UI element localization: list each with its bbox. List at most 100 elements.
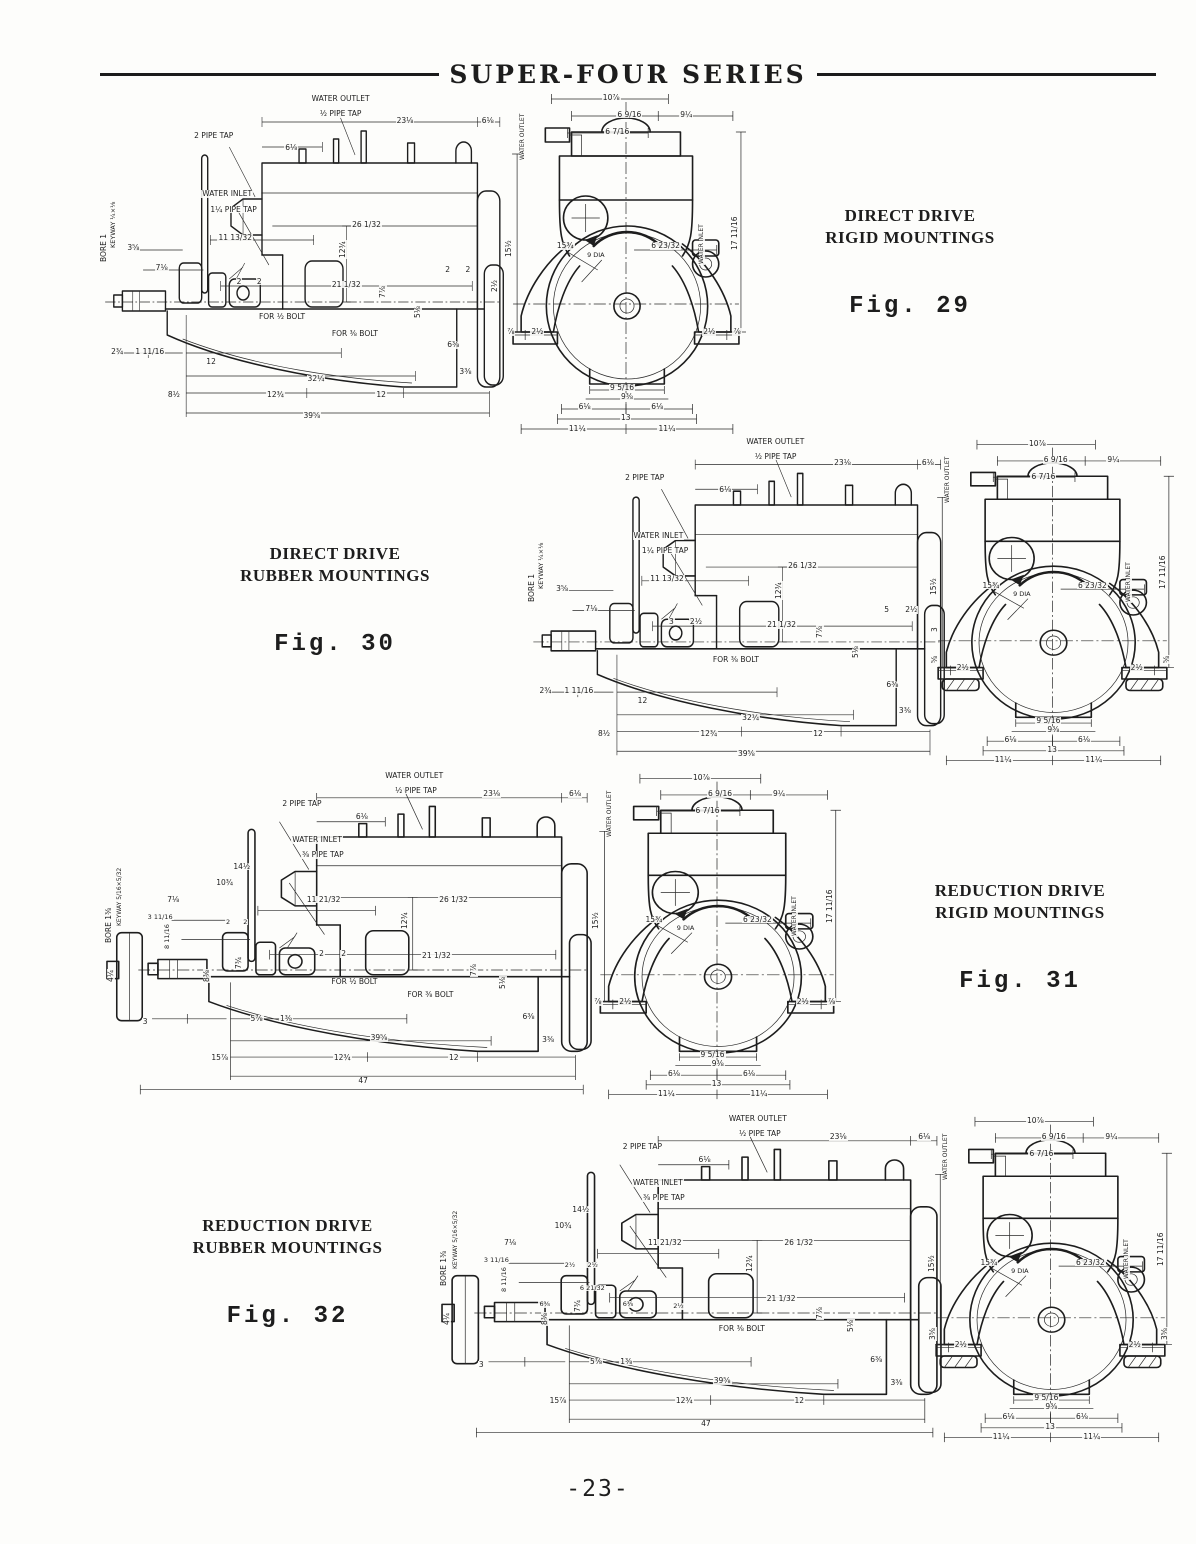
dim-label: 2 PIPE TAP xyxy=(621,1142,663,1152)
dim-label: 39⅝ xyxy=(369,1033,389,1043)
dim-label: WATER INLET xyxy=(697,222,705,265)
dim-label: 2 xyxy=(444,264,452,274)
dim-label: 21 1/32 xyxy=(330,279,362,289)
dim-label: 15¾ xyxy=(644,914,664,924)
dim-label: 6⅜ xyxy=(521,1011,536,1021)
dim-label: 2½ xyxy=(953,1340,968,1350)
dim-label: 6 7/16 xyxy=(1028,1148,1055,1158)
dim-label: 2½ xyxy=(904,605,919,615)
dim-label: 10⅞ xyxy=(1028,438,1047,448)
dim-label: 2½ xyxy=(955,663,970,673)
dim-label: 2 xyxy=(225,917,232,926)
dim-label: ⅝ xyxy=(1161,654,1171,665)
dim-label: 9 DIA xyxy=(1010,1267,1030,1276)
dim-label: 2½ xyxy=(530,327,545,337)
dim-label: BORE 1⅜ xyxy=(439,1249,448,1287)
dim-label: 17 11/16 xyxy=(1158,554,1168,590)
dim-label: 6 23/32 xyxy=(742,914,773,924)
dim-label: 6 23/32 xyxy=(1075,1257,1106,1267)
dim-label: 11¼ xyxy=(749,1089,769,1099)
fig31-caption-line1: REDUCTION DRIVE xyxy=(934,881,1106,900)
dim-label: 39⅝ xyxy=(302,410,322,420)
dim-label: 2½ xyxy=(688,616,703,626)
dim-label: 2½ xyxy=(618,997,633,1007)
dim-label: 9 5/16 xyxy=(699,1049,726,1059)
dim-label: FOR ⅜ BOLT xyxy=(406,990,455,1000)
dim-label: 6⅛ xyxy=(1003,734,1018,744)
dim-label: 6 9/16 xyxy=(616,109,643,119)
dim-label: 9⅜ xyxy=(1044,1402,1059,1412)
dim-label: 3 xyxy=(141,1016,149,1026)
dim-label: ⅞ xyxy=(732,327,742,337)
dim-label: 6 9/16 xyxy=(707,789,733,799)
page-header: SUPER-FOUR SERIES xyxy=(100,60,1156,89)
dim-label: 2½ xyxy=(1127,1340,1142,1350)
dim-label: 12¾ xyxy=(773,580,783,600)
dim-label: 6⅛ xyxy=(650,402,665,412)
dim-label: 12¾ xyxy=(266,390,285,400)
dim-label: 13 xyxy=(1046,744,1058,754)
dim-label: 6⅛ xyxy=(480,115,495,125)
dim-label: ⅞ xyxy=(593,997,603,1007)
page-title: SUPER-FOUR SERIES xyxy=(449,60,807,89)
fig31-caption-line2: RIGID MOUNTINGS xyxy=(935,903,1105,923)
dim-label: WATER OUTLET xyxy=(384,771,445,780)
dim-label: 6⅛ xyxy=(697,1155,712,1165)
dim-label: 15½ xyxy=(927,1254,936,1274)
dim-label: FOR ⅜ BOLT xyxy=(711,654,761,664)
fig32-caption: REDUCTION DRIVE RUBBER MOUNTINGS Fig. 32 xyxy=(155,1215,420,1330)
fig31-label: Fig. 31 xyxy=(959,968,1081,996)
dim-label: BORE 1 xyxy=(527,572,536,603)
dim-label: 15¾ xyxy=(981,580,1001,590)
dim-label: 10⅞ xyxy=(692,772,711,782)
dim-label: 12 xyxy=(812,729,824,739)
dim-label: WATER INLET xyxy=(632,531,685,541)
dim-label: FOR ⅜ BOLT xyxy=(330,328,379,338)
dim-label: 6⅛ xyxy=(742,1068,757,1078)
dim-label: WATER INLET xyxy=(201,189,254,199)
dim-label: 7⅞ xyxy=(815,1305,825,1320)
dim-label: FOR ½ BOLT xyxy=(257,311,307,321)
dim-label: 6 23/32 xyxy=(1077,580,1108,590)
dim-label: 7⅛ xyxy=(584,603,599,613)
dim-label: 9 5/16 xyxy=(609,382,636,392)
dim-label: 11¼ xyxy=(1084,755,1104,765)
dim-label: 6⅛ xyxy=(1001,1411,1016,1421)
dim-label: 2 PIPE TAP xyxy=(624,473,666,483)
dim-label: 21 1/32 xyxy=(765,1293,797,1303)
dim-label: 12¾ xyxy=(674,1396,694,1406)
fig30-caption: DIRECT DRIVE RUBBER MOUNTINGS Fig. 30 xyxy=(210,543,460,658)
dim-label: WATER INLET xyxy=(631,1178,684,1188)
dim-label: 12 xyxy=(375,390,387,400)
dim-label: 6⅛ xyxy=(1077,734,1092,744)
dim-label: 10⅞ xyxy=(1026,1115,1045,1125)
dim-label: 6⅛ xyxy=(1075,1411,1090,1421)
dim-label: 15½ xyxy=(591,911,600,931)
dim-label: ½ PIPE TAP xyxy=(753,451,798,461)
dim-label: 7⅛ xyxy=(503,1237,518,1247)
header-rule-right xyxy=(816,73,1156,76)
dim-label: 3⅜ xyxy=(897,705,912,715)
dim-label: 1⅜ xyxy=(278,1013,293,1023)
dim-label: 2½ xyxy=(1129,663,1144,673)
header-rule-left xyxy=(100,73,440,76)
dim-label: 12¾ xyxy=(699,729,719,739)
dim-label: 5⅛ xyxy=(498,975,508,990)
dim-label: BORE 1 xyxy=(99,232,108,263)
dim-label: 1 11/16 xyxy=(563,686,595,696)
page-number: -23- xyxy=(566,1476,630,1502)
fig30-label: Fig. 30 xyxy=(274,631,396,659)
dim-label: 11¼ xyxy=(657,423,677,433)
dim-label: 12¾ xyxy=(337,240,347,260)
dim-label: 9 DIA xyxy=(586,251,606,260)
dim-label: 5⅞ xyxy=(249,1013,264,1023)
fig32-caption-line1: REDUCTION DRIVE xyxy=(202,1216,373,1235)
dim-label: 9⅜ xyxy=(1046,725,1061,735)
dim-label: 12 xyxy=(448,1053,460,1063)
dim-label: 5 xyxy=(883,605,891,615)
dim-label: 9¼ xyxy=(1106,455,1121,465)
dim-label: 15½ xyxy=(929,577,938,597)
